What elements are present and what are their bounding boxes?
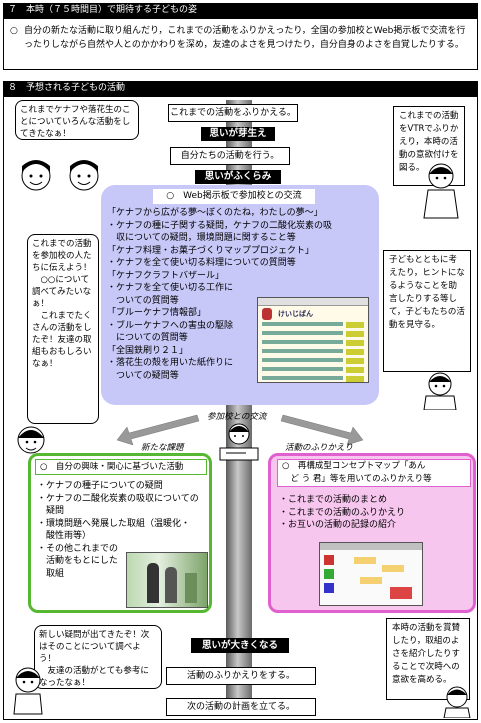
exchange-label: 参加校との交流 <box>207 412 267 422</box>
plan-next-box: 次の活動の計画を立てる。 <box>166 698 316 716</box>
list-item: 「全国鉄刷り２１」 <box>107 345 189 356</box>
list-item: ・落花生の殻を用いた紙作りに <box>107 358 234 368</box>
speech-bubble-1: これまでケナフや落花生のことについていろんな活動をしてきたなぁ！ <box>15 100 139 140</box>
list-item: ついての疑問等 <box>107 370 179 381</box>
concept-map-screenshot <box>319 542 423 606</box>
section7-header: ７ 本時（７５時間目）で期待する子どもの姿 <box>3 3 478 18</box>
review-activity-box: これまでの活動をふりかえる。 <box>168 104 298 122</box>
section7-box: ○ 自分の新たな活動に取り組んだり，これまでの活動をふりかえったり，全国の参加校… <box>3 18 478 70</box>
section7-text: 自分の新たな活動に取り組んだり，これまでの活動をふりかえったり，全国の参加校とW… <box>24 26 466 50</box>
new-task-title: ○ 自分の興味・関心に基づいた活動 <box>35 459 207 475</box>
list-item: 「ブルーケナフ情報部」 <box>107 308 207 318</box>
list-item: ・ケナフの種子についての疑問 <box>37 481 163 491</box>
reflection-title-line1: ○ 再構成型コンセプトマップ「あん <box>282 461 426 471</box>
list-item: ・ケナフを全て使い切る工作に <box>107 283 234 293</box>
new-task-label: 新たな課題 <box>141 443 184 453</box>
list-item: ついての質問等 <box>107 295 179 306</box>
teacher-icon <box>423 163 459 219</box>
mascot-icon <box>262 308 272 320</box>
list-item: 酸性雨等） <box>37 531 92 541</box>
list-item: ・ケナフの種に子関する疑問，ケナフの二酸化炭素の吸 <box>107 220 333 231</box>
web-board-list: 「ケナフから広がる夢～ぼくのたね，わたしの夢～」 ・ケナフの種に子関する疑問，ケ… <box>107 207 373 382</box>
list-item: についての質問等 <box>107 333 188 343</box>
list-item: 「ケナフ料理・お菓子づくりマッププロジェクト」 <box>107 245 315 256</box>
do-activity-box: 自分たちの活動を行う。 <box>170 147 290 165</box>
students-photo <box>126 552 208 608</box>
speech-bubble-3: 新しい疑問が出てきたぞ！次はそのことについて調べよう！ 友達の活動がとても参考に… <box>34 625 162 689</box>
reflection-panel: ○ 再構成型コンセプトマップ「あん ど う 君」等を用いてのふりかえり等 ・これ… <box>268 453 476 613</box>
reflection-list: ・これまでの活動のまとめ ・これまでの活動のふりかえり ・お互いの活動の記録の紹… <box>279 494 469 532</box>
list-item: ・ケナフを全て使い切る料理についての質問等 <box>107 258 296 268</box>
new-task-list: ・ケナフの種子についての疑問 ・ケナフの二酸化炭素の吸収についての 疑問 ・環境… <box>37 480 209 580</box>
circle-marker-icon: ○ <box>10 26 18 36</box>
swell-label: 思いがふくらみ <box>195 170 281 184</box>
student-thinking-icon <box>17 426 45 454</box>
section8-frame <box>3 96 478 720</box>
list-item: ・これまでの活動のまとめ <box>279 495 388 505</box>
teacher-note-2: 子どもとともに考えたり，ヒントになるようなことを助言したりする等して，子どもたち… <box>383 250 471 372</box>
teacher-bottom-icon <box>443 686 471 718</box>
list-item: ・お互いの活動の記録の紹介 <box>279 520 397 530</box>
list-item: ・その他これまでの <box>37 543 119 554</box>
list-item: 「ケナフクラフトバザール」 <box>107 270 225 281</box>
arrows-icon <box>116 414 364 445</box>
new-task-panel: ○ 自分の興味・関心に基づいた活動 ・ケナフの種子についての疑問 ・ケナフの二酸… <box>28 453 212 613</box>
board-title: けいじばん <box>278 310 313 318</box>
list-item: 「ケナフから広がる夢～ぼくのたね，わたしの夢～」 <box>107 208 323 218</box>
reflect-box: 活動のふりかえりをする。 <box>166 667 316 685</box>
student-bottom-icon <box>13 667 43 715</box>
student-at-desk-icon <box>219 423 259 461</box>
list-item: 取組 <box>37 568 65 579</box>
web-board-panel: ○ Web掲示板で参加校との交流 「ケナフから広がる夢～ぼくのたね，わたしの夢～… <box>101 185 379 405</box>
section8-header: ８ 予想される子どもの活動 <box>3 81 478 96</box>
reflection-title-line2: ど う 君」等を用いてのふりかえり等 <box>282 474 432 484</box>
list-item: ・ブルーケナフへの害虫の駆除 <box>107 320 234 331</box>
list-item: 収についての疑問，環境問題に関すること等 <box>107 233 296 243</box>
teacher-pointing-icon <box>423 372 457 410</box>
list-item: ・ケナフの二酸化炭素の吸収についての <box>37 493 199 504</box>
reflection-label: 活動のふりかえり <box>285 443 354 453</box>
web-board-title: ○ Web掲示板で参加校との交流 <box>153 189 315 204</box>
board-screenshot: けいじばん <box>257 297 369 383</box>
list-item: 活動をもとにした <box>37 556 118 566</box>
speech-bubble-2: これまでの活動を参加校の人たちに伝えよう！ ○○について調べてみたいなぁ！ これ… <box>27 234 99 424</box>
sprout-label: 思いが芽生え <box>201 127 275 141</box>
reflection-title: ○ 再構成型コンセプトマップ「あん ど う 君」等を用いてのふりかえり等 <box>277 459 471 487</box>
list-item: 疑問 <box>37 506 65 516</box>
grow-label: 思いが大きくなる <box>191 638 289 653</box>
teacher-note-3: 本時の活動を賞賛したり，取組のよさを紹介したりすることで次時への意欲を高める。 <box>386 618 470 700</box>
list-item: ・これまでの活動のふりかえり <box>279 507 406 518</box>
students-faces-icon <box>21 160 99 191</box>
list-item: ・環境問題へ発展した取組（温暖化・ <box>37 518 191 529</box>
